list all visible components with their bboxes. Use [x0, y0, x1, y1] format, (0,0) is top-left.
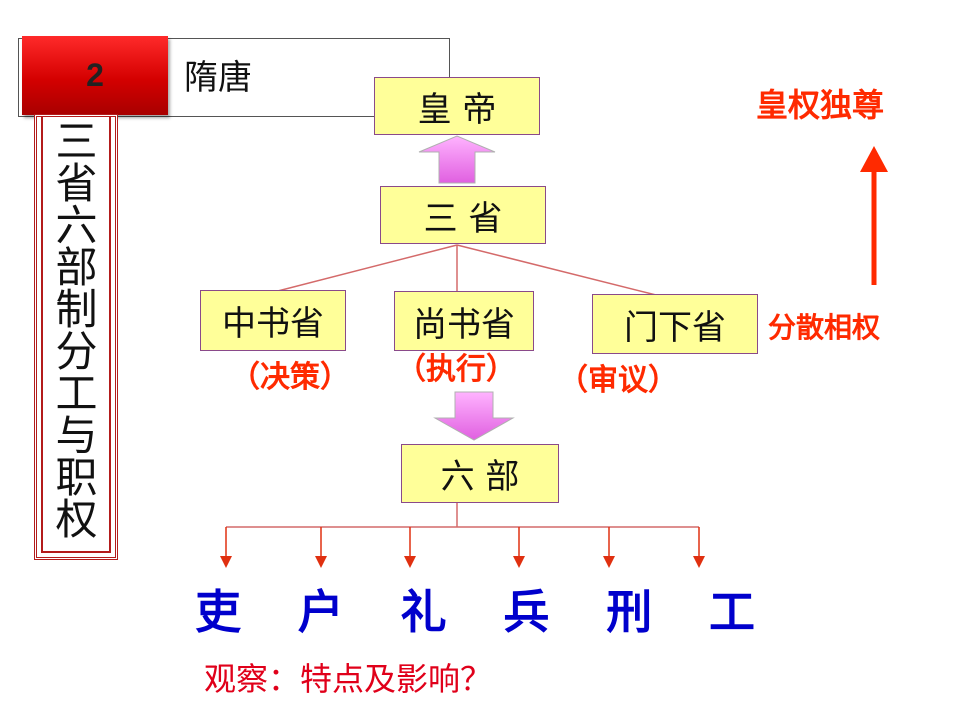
side-title-border	[41, 117, 111, 553]
emperor-box: 皇 帝	[374, 77, 540, 135]
up-arrow-to-emperor	[418, 135, 496, 184]
three-provinces-label: 三 省	[423, 198, 503, 239]
ministry-item: 礼	[400, 585, 447, 639]
province-label: 尚书省	[413, 304, 515, 345]
emperor-label: 皇 帝	[417, 89, 497, 130]
branch-line-right	[456, 244, 661, 297]
section-title: 隋唐	[184, 58, 252, 98]
role-note-decision: （决策）	[230, 360, 350, 395]
annotation-divided-power: 分散相权	[768, 311, 881, 344]
section-number-badge: 2	[22, 36, 168, 115]
six-ministries-label: 六 部	[440, 457, 520, 497]
role-note-review: （审议）	[558, 363, 678, 398]
down-arrow-to-ministries	[433, 391, 515, 441]
province-box-shangshu: 尚书省	[394, 291, 534, 351]
ministry-item: 吏	[195, 585, 241, 639]
ministry-item: 兵	[503, 585, 550, 639]
observation-question: 观察：特点及影响？	[204, 660, 493, 698]
ministry-item: 户	[297, 585, 344, 639]
ministry-item: 刑	[606, 585, 653, 639]
role-note-execution: （执行）	[396, 352, 516, 387]
province-label: 门下省	[624, 307, 726, 348]
three-provinces-box: 三 省	[380, 186, 546, 244]
six-ministries-box: 六 部	[401, 444, 559, 503]
province-label: 中书省	[222, 304, 324, 344]
branch-line-left	[269, 244, 458, 294]
province-box-zhongshu: 中书省	[200, 290, 346, 351]
province-box-menxia: 门下省	[592, 294, 758, 354]
section-number: 2	[86, 57, 104, 93]
right-up-arrow-head	[860, 146, 888, 172]
ministries-row: 吏 户 礼 兵 刑 工	[195, 576, 755, 642]
side-title-panel: 三省六部制分工与职权	[34, 114, 118, 560]
ministry-item: 工	[708, 585, 755, 639]
annotation-imperial-supremacy: 皇权独尊	[756, 86, 885, 124]
side-title-text: 三省六部制分工与职权	[49, 119, 98, 539]
